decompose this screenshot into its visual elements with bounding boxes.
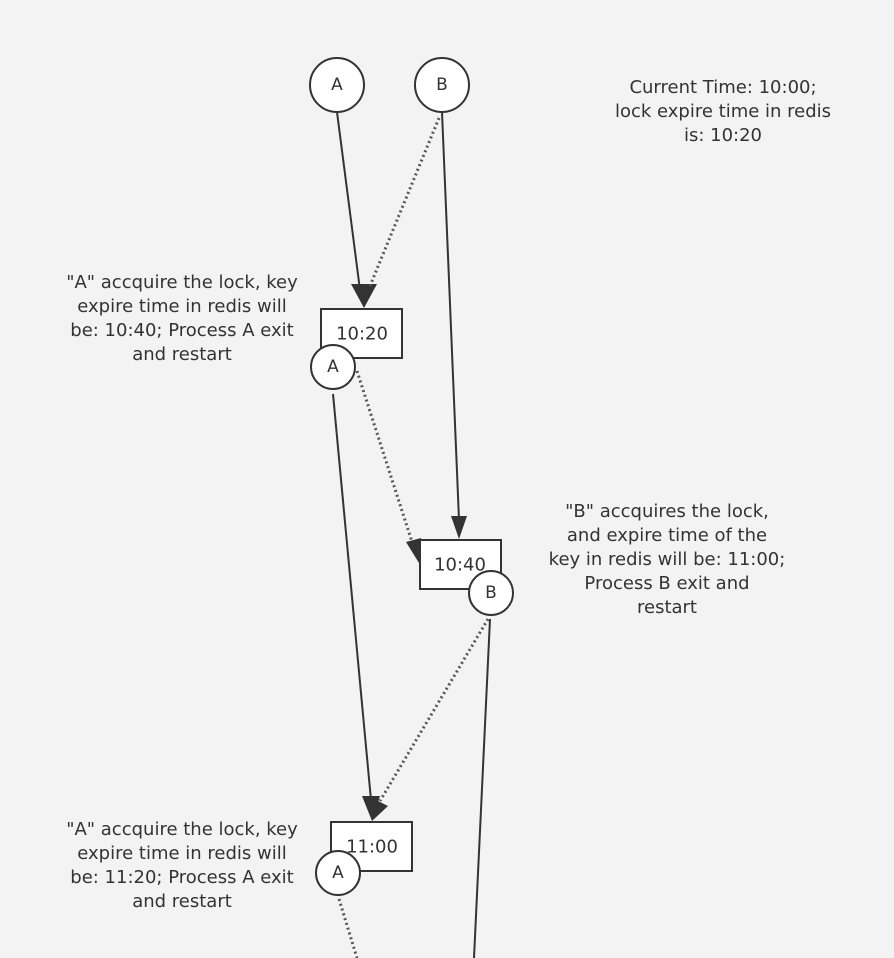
time-box-1040-label: 10:40 bbox=[434, 555, 486, 576]
expire-line-a-continuing bbox=[337, 898, 359, 958]
a-first-lock-note: "A" accquire the lock, key expire time i… bbox=[66, 272, 298, 365]
process-a-node-top-label: A bbox=[331, 75, 343, 95]
process-b-node-second-label: B bbox=[485, 583, 497, 603]
process-a-node-third-label: A bbox=[332, 863, 344, 883]
process-b-node-top: B bbox=[414, 57, 470, 113]
process-b-node-second-circle bbox=[468, 570, 514, 616]
a-second-lock-note: "A" accquire the lock, key expire time i… bbox=[66, 819, 298, 912]
time-box-1100-label: 11:00 bbox=[346, 837, 398, 858]
process-a-path-2 bbox=[332, 393, 372, 801]
time-box-1100: 11:00 bbox=[330, 821, 413, 872]
current-time-note: Current Time: 10:00; lock expire time in… bbox=[614, 77, 832, 146]
process-b-path-2 bbox=[473, 618, 491, 958]
process-b-path-1 bbox=[441, 111, 460, 521]
process-a-node-second: A bbox=[310, 344, 356, 390]
process-a-node-second-label: A bbox=[327, 357, 339, 377]
process-a-node-top-circle bbox=[309, 57, 365, 113]
arrow-head-expire-to-1100 bbox=[372, 798, 388, 821]
arrow-head-expire-to-1040 bbox=[406, 538, 421, 563]
arrow-head-b-to-1040 bbox=[451, 516, 467, 539]
process-a-node-third: A bbox=[315, 850, 361, 896]
expire-line-a-to-1040 bbox=[355, 370, 415, 546]
expire-line-b-to-1020 bbox=[368, 117, 441, 287]
process-b-node-second: B bbox=[468, 570, 514, 616]
b-first-lock-note: "B" accquires the lock, and expire time … bbox=[548, 501, 786, 618]
process-a-node-second-circle bbox=[310, 344, 356, 390]
expire-line-b-to-1100 bbox=[378, 618, 490, 802]
process-b-node-top-circle bbox=[414, 57, 470, 113]
time-box-1020-label: 10:20 bbox=[336, 324, 388, 345]
process-a-path-1 bbox=[336, 111, 361, 291]
process-b-node-top-label: B bbox=[436, 75, 448, 95]
process-a-node-top: A bbox=[309, 57, 365, 113]
process-a-node-third-circle bbox=[315, 850, 361, 896]
arrow-head-a-to-1020 bbox=[351, 284, 377, 308]
